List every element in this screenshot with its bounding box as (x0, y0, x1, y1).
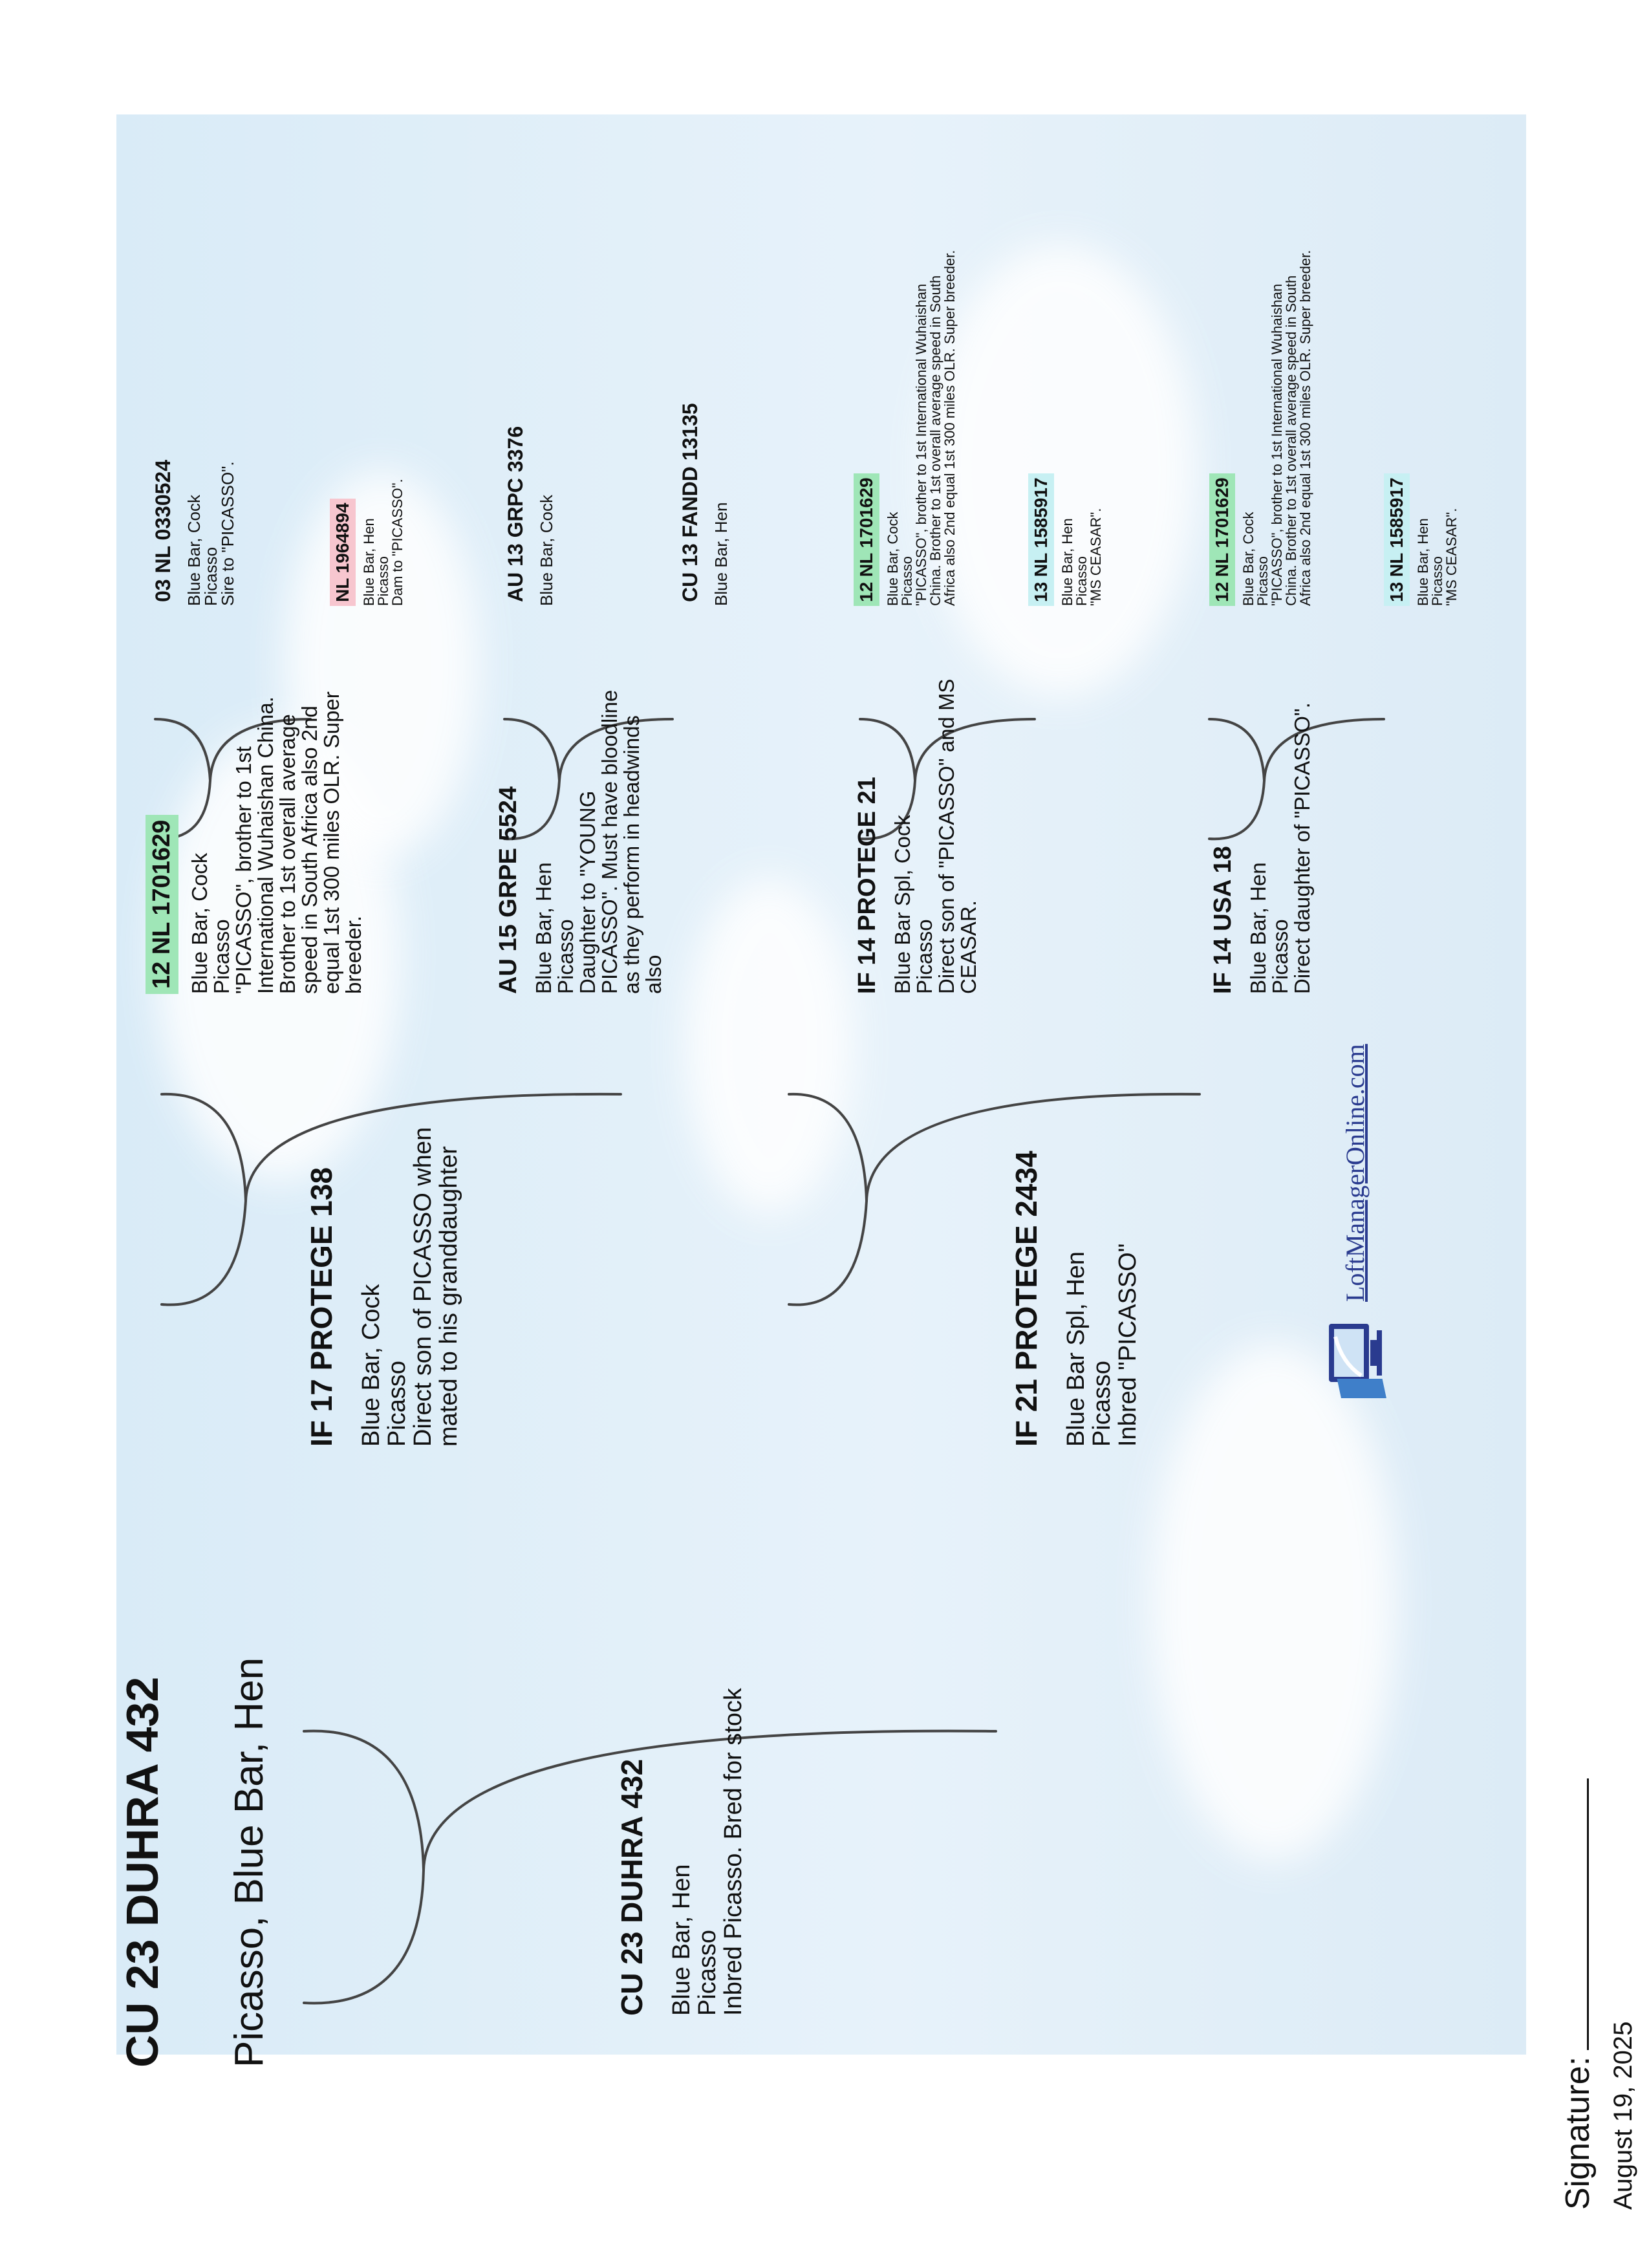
g3-block-4: CU 13 FANDD 13135 Blue Bar, Hen (676, 76, 731, 606)
sire-block: IF 17 PROTEGE 138 Blue Bar, Cock Picasso… (304, 1046, 462, 1447)
g3-block-1: 03 NL 0330524 Blue Bar, Cock Picasso Sir… (149, 76, 237, 606)
g3-details-1: Blue Bar, Cock Picasso Sire to "PICASSO"… (184, 461, 237, 606)
logo: LoftManagerOnline.com (1316, 1044, 1394, 1401)
dam-details: Blue Bar Spl, Hen Picasso Inbred "PICASS… (1062, 1243, 1141, 1447)
g3-block-8: 13 NL 1585917 Blue Bar, Hen Picasso "MS … (1384, 24, 1460, 606)
g3-block-2: NL 1964894 Blue Bar, Hen Picasso Dam to … (330, 76, 405, 606)
sire-dam-block: AU 15 GRPE 5524 Blue Bar, Hen Picasso Da… (495, 632, 665, 994)
subject-block: CU 23 DUHRA 432 Blue Bar, Hen Picasso In… (614, 1563, 747, 2016)
g3-details-5: Blue Bar, Cock Picasso "PICASSO", brothe… (885, 250, 958, 606)
g3-id-2: NL 1964894 (330, 499, 356, 606)
g3-details-3: Blue Bar, Cock (537, 495, 556, 606)
dam-dam-block: IF 14 USA 18 Blue Bar, Hen Picasso Direc… (1209, 632, 1314, 994)
print-date: August 19, 2025 (1609, 2021, 1637, 2210)
bracket-g2-2-lower (503, 718, 561, 782)
bracket-subject-lower (303, 1729, 425, 1872)
g3-id-3: AU 13 GRPC 3376 (504, 426, 527, 602)
signature-field: Signature: (1558, 1778, 1597, 2210)
page-title: CU 23 DUHRA 432 (117, 1676, 167, 2068)
g3-block-6: 13 NL 1585917 Blue Bar, Hen Picasso "MS … (1028, 24, 1104, 606)
dam-block: IF 21 PROTEGE 2434 Blue Bar Spl, Hen Pic… (1009, 1046, 1141, 1447)
g3-id-5: 12 NL 1701629 (854, 473, 879, 606)
bracket-dam (788, 1092, 1201, 1306)
g3-block-7: 12 NL 1701629 Blue Bar, Cock Picasso "PI… (1209, 24, 1313, 606)
g3-block-5: 12 NL 1701629 Blue Bar, Cock Picasso "PI… (854, 24, 958, 606)
bracket-sire (160, 1092, 622, 1306)
bracket-subject (303, 1729, 997, 2005)
dam-sire-block: IF 14 PROTEGE 21 Blue Bar Spl, Cock Pica… (854, 632, 980, 994)
bracket-sire-lower (160, 1092, 247, 1202)
subject-details: Blue Bar, Hen Picasso Inbred Picasso. Br… (668, 1688, 747, 2016)
signature-line (1587, 1778, 1589, 2050)
g3-details-7: Blue Bar, Cock Picasso "PICASSO", brothe… (1240, 250, 1313, 606)
g3-details-2: Blue Bar, Hen Picasso Dam to "PICASSO". (361, 479, 405, 606)
dam-id: IF 21 PROTEGE 2434 (1009, 1150, 1043, 1447)
sire-sire-details: Blue Bar, Cock Picasso "PICASSO", brothe… (188, 691, 365, 994)
page-subtitle: Picasso, Blue Bar, Hen (227, 1657, 272, 2068)
computer-icon (1316, 1311, 1394, 1401)
bracket-g2-1-lower (154, 718, 211, 782)
subject-id: CU 23 DUHRA 432 (615, 1758, 649, 2016)
g3-details-8: Blue Bar, Hen Picasso "MS CEASAR". (1415, 508, 1460, 606)
g3-details-6: Blue Bar, Hen Picasso "MS CEASAR". (1059, 508, 1104, 606)
sire-details: Blue Bar, Cock Picasso Direct son of PIC… (358, 1127, 462, 1447)
g3-id-6: 13 NL 1585917 (1028, 473, 1054, 606)
dam-dam-id: IF 14 USA 18 (1209, 846, 1236, 994)
g3-details-4: Blue Bar, Hen (711, 502, 731, 606)
bracket-g2-3-lower (859, 718, 916, 782)
dam-sire-details: Blue Bar Spl, Cock Picasso Direct son of… (890, 678, 980, 994)
logo-text: LoftManagerOnline.com (1340, 1044, 1370, 1302)
g3-block-3: AU 13 GRPC 3376 Blue Bar, Cock (501, 76, 556, 606)
dam-dam-details: Blue Bar, Hen Picasso Direct daughter of… (1246, 702, 1314, 994)
signature-label: Signature: (1559, 2056, 1597, 2210)
g3-id-7: 12 NL 1701629 (1209, 473, 1235, 606)
sire-dam-id: AU 15 GRPE 5524 (495, 786, 522, 994)
sire-id: IF 17 PROTEGE 138 (305, 1167, 338, 1447)
sire-dam-details: Blue Bar, Hen Picasso Daughter to "YOUNG… (532, 689, 665, 994)
g3-id-1: 03 NL 0330524 (151, 459, 175, 602)
sire-sire-id: 12 NL 1701629 (146, 814, 178, 994)
dam-sire-id: IF 14 PROTEGE 21 (854, 777, 881, 994)
g3-id-8: 13 NL 1585917 (1384, 473, 1410, 606)
bracket-dam-lower (788, 1092, 868, 1202)
g3-id-4: CU 13 FANDD 13135 (678, 403, 702, 602)
sire-sire-block: 12 NL 1701629 Blue Bar, Cock Picasso "PI… (146, 632, 365, 994)
bracket-g2-4-lower (1208, 718, 1266, 782)
